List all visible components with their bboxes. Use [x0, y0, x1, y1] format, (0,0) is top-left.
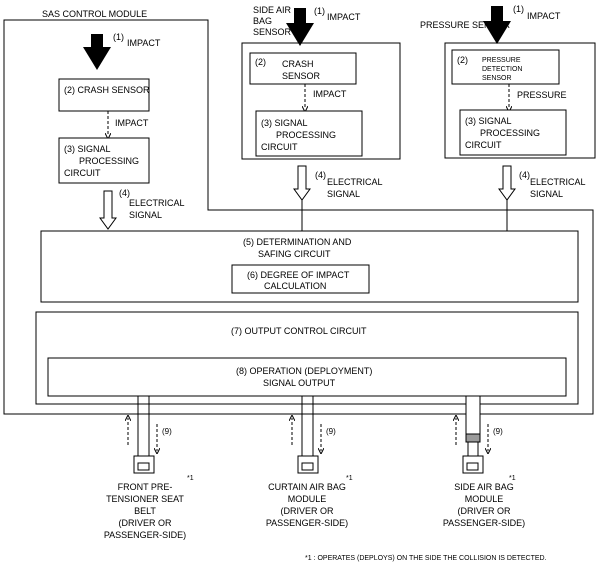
- svg-text:SENSOR: SENSOR: [253, 27, 292, 37]
- impact-label: IMPACT: [127, 38, 161, 48]
- svg-text:FRONT PRE-: FRONT PRE-: [118, 482, 173, 492]
- svg-text:PRESSURE: PRESSURE: [482, 57, 521, 64]
- svg-text:*1: *1: [509, 475, 516, 482]
- svg-text:(DRIVER OR: (DRIVER OR: [457, 506, 511, 516]
- svg-text:SIGNAL: SIGNAL: [327, 189, 360, 199]
- svg-text:CALCULATION: CALCULATION: [264, 281, 326, 291]
- svg-text:*1: *1: [187, 475, 194, 482]
- svg-text:(7) OUTPUT CONTROL CIRCUIT: (7) OUTPUT CONTROL CIRCUIT: [231, 326, 367, 336]
- svg-text:(1): (1): [513, 4, 524, 14]
- svg-text:IMPACT: IMPACT: [313, 89, 347, 99]
- svg-text:SENSOR: SENSOR: [282, 71, 321, 81]
- svg-text:SIGNAL: SIGNAL: [129, 210, 162, 220]
- svg-text:PROCESSING: PROCESSING: [276, 130, 336, 140]
- electrical-signal-arrow-internal: (4) ELECTRICAL SIGNAL: [99, 188, 185, 230]
- pressure-sensor: PRESSURE SENSOR (1) IMPACT (2) PRESSURE …: [420, 4, 596, 201]
- svg-text:(DRIVER OR: (DRIVER OR: [280, 506, 334, 516]
- svg-text:PASSENGER-SIDE): PASSENGER-SIDE): [266, 518, 348, 528]
- svg-text:SENSOR: SENSOR: [482, 75, 512, 82]
- svg-text:(9): (9): [326, 427, 336, 436]
- side-air-bag-module-output: (9) *1 SIDE AIR BAG MODULE (DRIVER OR PA…: [443, 395, 525, 528]
- svg-text:CIRCUIT: CIRCUIT: [465, 140, 502, 150]
- svg-text:(6) DEGREE OF IMPACT: (6) DEGREE OF IMPACT: [247, 270, 350, 280]
- svg-text:PASSENGER-SIDE): PASSENGER-SIDE): [104, 530, 186, 540]
- svg-text:PROCESSING: PROCESSING: [480, 128, 540, 138]
- svg-text:CIRCUIT: CIRCUIT: [261, 142, 298, 152]
- svg-text:ELECTRICAL: ELECTRICAL: [530, 177, 586, 187]
- svg-text:(9): (9): [493, 427, 503, 436]
- svg-text:(8) OPERATION (DEPLOYMENT): (8) OPERATION (DEPLOYMENT): [236, 366, 372, 376]
- svg-text:IMPACT: IMPACT: [527, 11, 561, 21]
- footnote: *1 : OPERATES (DEPLOYS) ON THE SIDE THE …: [305, 555, 547, 562]
- svg-text:(4): (4): [119, 188, 130, 198]
- svg-text:PASSENGER-SIDE): PASSENGER-SIDE): [443, 518, 525, 528]
- svg-text:TENSIONER SEAT: TENSIONER SEAT: [106, 494, 184, 504]
- svg-text:(3) SIGNAL: (3) SIGNAL: [261, 118, 308, 128]
- svg-text:(4): (4): [519, 170, 530, 180]
- svg-text:SIDE AIR BAG: SIDE AIR BAG: [454, 482, 514, 492]
- svg-text:PRESSURE: PRESSURE: [517, 90, 567, 100]
- svg-text:BELT: BELT: [134, 506, 156, 516]
- svg-text:(3) SIGNAL: (3) SIGNAL: [64, 144, 111, 154]
- determination-safing-circuit: (5) DETERMINATION AND SAFING CIRCUIT (6)…: [40, 230, 579, 303]
- svg-text:DETECTION: DETECTION: [482, 66, 522, 73]
- svg-text:SAFING CIRCUIT: SAFING CIRCUIT: [258, 249, 331, 259]
- svg-text:(3) SIGNAL: (3) SIGNAL: [465, 116, 512, 126]
- internal-impact-arrow: (1) IMPACT: [83, 32, 161, 70]
- svg-text:SIGNAL: SIGNAL: [530, 189, 563, 199]
- front-pretensioner-output: (9) *1 FRONT PRE- TENSIONER SEAT BELT (D…: [104, 396, 194, 540]
- svg-text:(1): (1): [113, 32, 124, 42]
- svg-text:ELECTRICAL: ELECTRICAL: [129, 198, 185, 208]
- svg-text:(2) CRASH SENSOR: (2) CRASH SENSOR: [64, 85, 150, 95]
- svg-text:(DRIVER OR: (DRIVER OR: [118, 518, 172, 528]
- crash-sensor-box: (2) CRASH SENSOR: [58, 78, 150, 112]
- svg-text:IMPACT: IMPACT: [327, 12, 361, 22]
- svg-text:*1: *1: [346, 475, 353, 482]
- svg-text:(1): (1): [314, 6, 325, 16]
- svg-text:CIRCUIT: CIRCUIT: [64, 168, 101, 178]
- svg-text:(9): (9): [162, 427, 172, 436]
- side-air-bag-sensor: SIDE AIR BAG SENSOR (1) IMPACT (2) CRASH…: [241, 5, 401, 201]
- sas-control-module-label: SAS CONTROL MODULE: [42, 9, 147, 19]
- svg-text:MODULE: MODULE: [465, 494, 504, 504]
- curtain-air-bag-output: (9) *1 CURTAIN AIR BAG MODULE (DRIVER OR…: [266, 396, 353, 528]
- output-control-circuit: (7) OUTPUT CONTROL CIRCUIT (8) OPERATION…: [35, 311, 579, 405]
- svg-text:IMPACT: IMPACT: [115, 118, 149, 128]
- svg-text:SIGNAL OUTPUT: SIGNAL OUTPUT: [263, 378, 336, 388]
- svg-text:SIDE AIR: SIDE AIR: [253, 5, 292, 15]
- svg-text:PRESSURE SENSOR: PRESSURE SENSOR: [420, 20, 511, 30]
- svg-text:PROCESSING: PROCESSING: [79, 156, 139, 166]
- svg-text:CRASH: CRASH: [282, 59, 314, 69]
- svg-text:ELECTRICAL: ELECTRICAL: [327, 177, 383, 187]
- sas-control-module-outline: SAS CONTROL MODULE: [3, 9, 594, 415]
- svg-text:CURTAIN AIR BAG: CURTAIN AIR BAG: [268, 482, 346, 492]
- svg-text:BAG: BAG: [253, 16, 272, 26]
- svg-text:(4): (4): [315, 170, 326, 180]
- impact-dashed-arrow-1: IMPACT: [108, 111, 149, 136]
- svg-text:(2): (2): [457, 55, 468, 65]
- signal-processing-box-internal: (3) SIGNAL PROCESSING CIRCUIT: [58, 137, 150, 184]
- svg-text:(5) DETERMINATION AND: (5) DETERMINATION AND: [243, 237, 352, 247]
- svg-text:MODULE: MODULE: [288, 494, 327, 504]
- svg-text:(2): (2): [255, 57, 266, 67]
- signal-connectors: [301, 200, 508, 231]
